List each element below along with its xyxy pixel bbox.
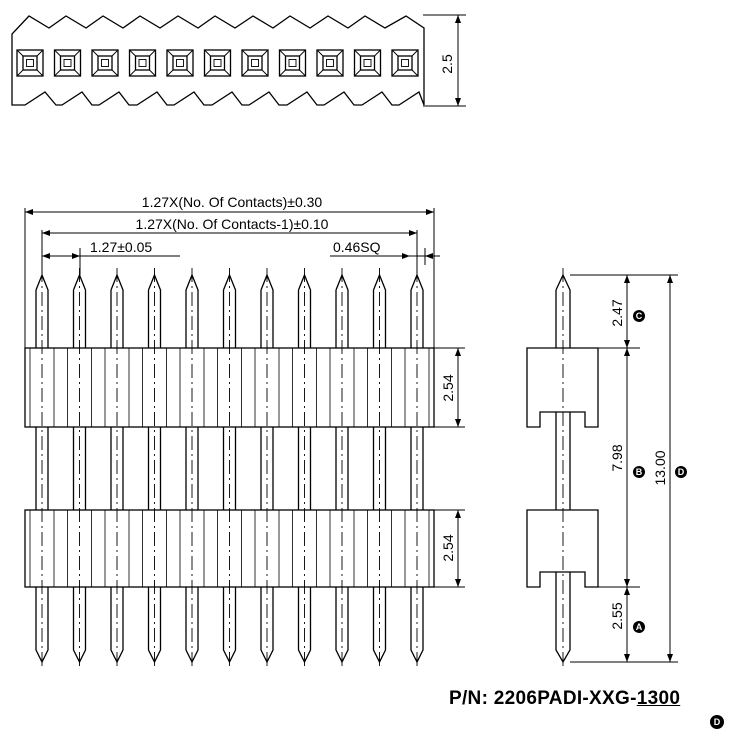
svg-text:D: D	[714, 717, 721, 727]
part-number-marker: D	[710, 715, 724, 729]
marker-c: C	[633, 310, 645, 322]
upper-housing-height-label: 2.54	[440, 374, 456, 401]
overall-width-label: 1.27X(No. Of Contacts)±0.30	[142, 194, 323, 210]
bottom-pin-length-label: 2.55	[609, 602, 625, 629]
top-pin-cell	[166, 49, 194, 77]
svg-text:B: B	[636, 467, 643, 477]
lower-housing-height-label: 2.54	[440, 534, 456, 561]
front-pin	[217, 268, 242, 668]
top-pin-cell	[203, 49, 232, 77]
top-view	[11, 14, 466, 107]
front-pin	[67, 268, 92, 668]
front-pin	[367, 268, 392, 668]
top-pin-cell	[316, 49, 344, 77]
svg-text:C: C	[636, 311, 643, 321]
top-view-height-label: 2.5	[439, 54, 455, 74]
front-pin	[179, 268, 205, 668]
top-pin-cell	[391, 49, 419, 77]
front-pin	[404, 268, 430, 668]
marker-d: D	[675, 466, 687, 478]
top-pin-cell	[128, 49, 157, 77]
part-number-prefix: P/N: 2206PADI-XXG-	[449, 688, 637, 709]
front-pin	[29, 268, 55, 668]
top-view-outline	[11, 15, 425, 106]
svg-text:A: A	[636, 622, 643, 632]
marker-b: B	[633, 466, 645, 478]
part-number-variable: 1300	[636, 688, 681, 709]
top-pin-cell	[241, 49, 269, 77]
front-pin	[104, 268, 130, 668]
side-upper-housing	[526, 347, 599, 428]
top-pin-cell	[353, 49, 382, 77]
pitch-span-label: 1.27X(No. Of Contacts-1)±0.10	[136, 216, 329, 232]
svg-text:D: D	[678, 467, 685, 477]
front-pin	[142, 268, 167, 668]
top-pin-cell	[53, 49, 82, 77]
side-pin	[555, 273, 571, 664]
top-pin-cell	[91, 49, 119, 77]
top-pin-cell	[16, 49, 44, 77]
top-pin-length-label: 2.47	[609, 299, 625, 326]
front-pin	[292, 268, 317, 668]
total-length-label: 13.00	[652, 450, 668, 485]
part-number: P/N: 2206PADI-XXG-1300	[449, 688, 680, 710]
mid-length-label: 7.98	[609, 444, 625, 471]
side-lower-housing	[526, 509, 599, 588]
pin-square-label: 0.46SQ	[333, 239, 381, 255]
front-pin	[254, 268, 280, 668]
pitch-label: 1.27±0.05	[90, 239, 152, 255]
front-pin	[329, 268, 355, 668]
side-view	[526, 268, 678, 668]
marker-a: A	[633, 621, 645, 633]
top-pin-cell	[278, 49, 307, 77]
front-view	[24, 208, 465, 668]
